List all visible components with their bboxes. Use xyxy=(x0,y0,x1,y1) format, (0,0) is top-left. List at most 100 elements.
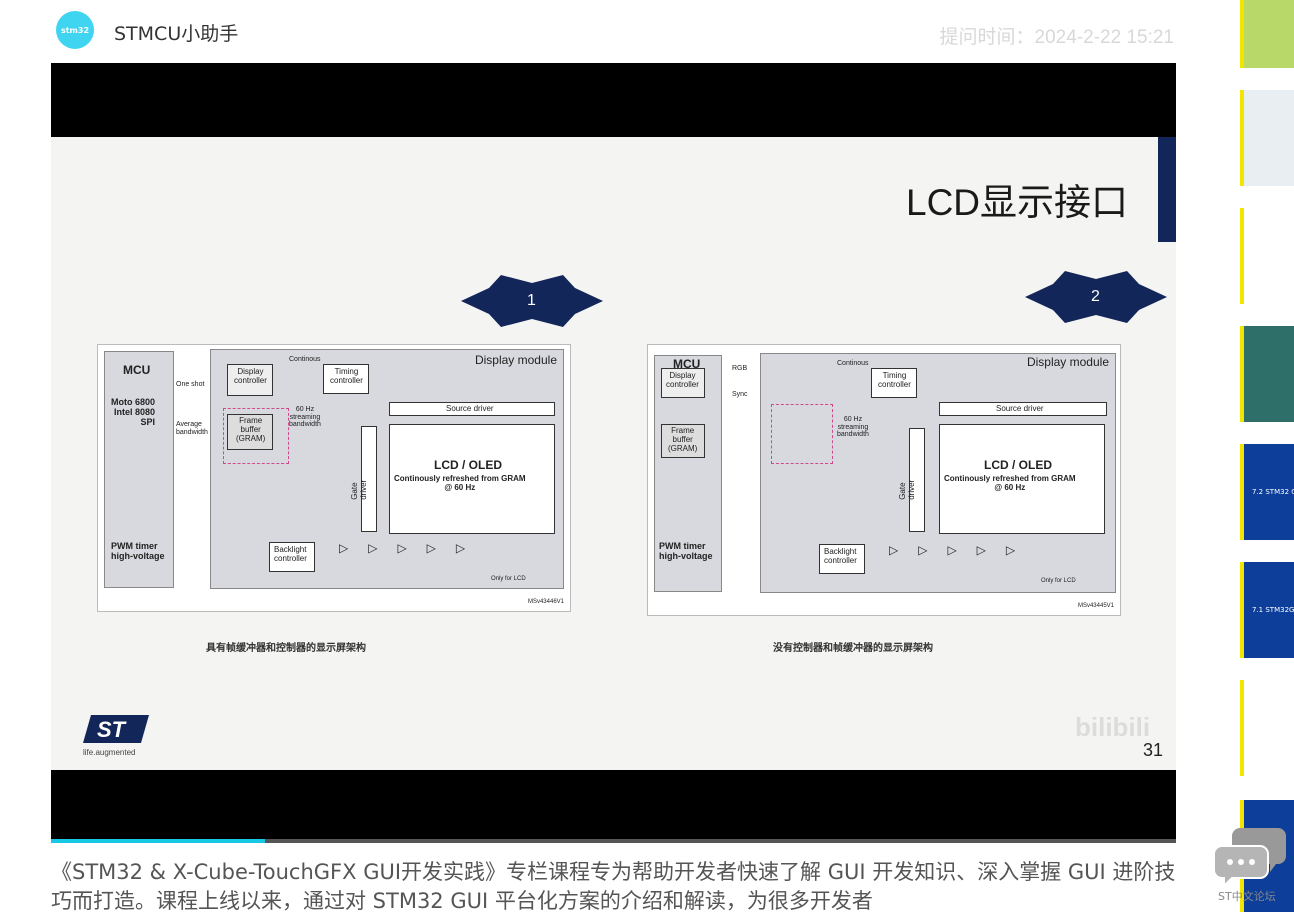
sidebar-thumb[interactable] xyxy=(1240,0,1294,68)
sidebar-thumb[interactable]: 7.2 STM32 G xyxy=(1240,444,1294,540)
frame-buffer-box-2: Frame buffer (GRAM) xyxy=(661,424,705,458)
post-description: 《STM32 & X-Cube-TouchGFX GUI开发实践》专栏课程专为帮… xyxy=(51,860,1176,913)
author-name[interactable]: STMCU小助手 xyxy=(114,23,239,45)
display-controller-label: Display controller xyxy=(234,367,267,385)
sync-label: Sync xyxy=(732,391,748,398)
diagram-ref-2: MSv43445V1 xyxy=(1077,603,1114,609)
slide-page-number: 31 xyxy=(1143,740,1164,760)
thumb-accent-bar xyxy=(1240,562,1244,658)
pwm-label-2: PWM timer high-voltage xyxy=(659,541,713,561)
svg-text:ST: ST xyxy=(97,717,127,742)
badge-2-shape xyxy=(1025,271,1167,323)
display-module-label-2: Display module xyxy=(1026,355,1109,369)
led-diodes-2: ▷▷▷▷▷ xyxy=(889,543,1036,557)
badge-1-shape xyxy=(461,275,603,327)
diagram-ref: MSv43446V1 xyxy=(527,599,564,605)
streaming-label: 60 Hz streaming bandwidth xyxy=(289,406,321,429)
forum-button[interactable]: ST中文论坛 xyxy=(1212,826,1290,912)
slide-title-accent xyxy=(1158,137,1176,242)
source-driver-label-2: Source driver xyxy=(996,404,1044,413)
mcu-block-2: MCU Display controller Frame buffer (GRA… xyxy=(654,355,722,592)
thumb-accent-bar xyxy=(1240,208,1244,304)
timing-controller-box-2: Timing controller xyxy=(871,368,917,398)
avg-bandwidth-label: Average bandwidth xyxy=(176,421,208,436)
display-controller-box: Display controller xyxy=(227,364,273,396)
badge-2-number: 2 xyxy=(1091,288,1100,305)
timing-controller-label-2: Timing controller xyxy=(878,371,911,389)
one-shot-label: One shot xyxy=(176,381,205,388)
display-controller-label-2: Display controller xyxy=(666,371,699,389)
display-controller-box-2: Display controller xyxy=(661,368,705,398)
backlight-controller-box-2: Backlight controller xyxy=(819,544,865,574)
display-module-block: Display module Display controller Frame … xyxy=(210,349,564,589)
caption-right: 没有控制器和帧缓冲器的显示屏架构 xyxy=(773,643,933,654)
mcu-block: MCU Moto 6800 Intel 8080 SPI PWM timer h… xyxy=(104,351,174,588)
timing-controller-label: Timing controller xyxy=(330,367,363,385)
lcd-title: LCD / OLED xyxy=(434,458,502,472)
post-header: stm32 STMCU小助手 提问时间：2024-2-22 15:21 xyxy=(0,0,1190,62)
backlight-controller-box: Backlight controller xyxy=(269,542,315,572)
thumb-accent-bar xyxy=(1240,444,1244,540)
led-diodes: ▷▷▷▷▷ xyxy=(339,541,486,555)
continous-label-2: Continous xyxy=(837,360,869,367)
sidebar-thumb[interactable] xyxy=(1240,90,1294,186)
dashed-region xyxy=(223,408,289,464)
gate-driver-box-2: Gate driver xyxy=(898,428,925,532)
interface-label: Moto 6800 Intel 8080 SPI xyxy=(111,397,156,427)
continous-label: Continous xyxy=(289,356,321,363)
thumb-accent-bar xyxy=(1240,90,1244,186)
pwm-label: PWM timer high-voltage xyxy=(111,541,165,561)
only-lcd-label-2: Only for LCD xyxy=(1041,578,1076,584)
frame-buffer-box: Frame buffer (GRAM) xyxy=(227,414,273,450)
gate-driver-box: Gate driver xyxy=(350,426,377,532)
gate-driver-label-2: Gate driver xyxy=(898,479,916,500)
lcd-subtitle: Continously refreshed from GRAM @ 60 Hz xyxy=(394,474,526,492)
st-logo: ST xyxy=(83,715,149,743)
video-progress-bar[interactable] xyxy=(51,839,1176,843)
streaming-label-2: 60 Hz streaming bandwidth xyxy=(837,416,869,439)
post-time: 提问时间：2024-2-22 15:21 xyxy=(939,27,1174,48)
diagram-without-framebuffer: MCU Display controller Frame buffer (GRA… xyxy=(647,344,1121,616)
slide-title: LCD显示接口 xyxy=(906,182,1129,223)
thumb-accent-bar xyxy=(1240,326,1244,422)
sidebar-thumb[interactable] xyxy=(1240,680,1294,776)
rgb-label: RGB xyxy=(732,365,748,372)
mcu-label: MCU xyxy=(123,363,151,377)
timing-controller-box: Timing controller xyxy=(323,364,369,394)
mcu-label-2: MCU xyxy=(673,357,701,371)
sidebar-thumb[interactable] xyxy=(1240,326,1294,422)
source-driver-box-2: Source driver xyxy=(939,402,1107,416)
lcd-subtitle-2: Continously refreshed from GRAM @ 60 Hz xyxy=(944,474,1076,492)
diagram-with-framebuffer: MCU Moto 6800 Intel 8080 SPI PWM timer h… xyxy=(97,344,571,612)
avatar-text: stm32 xyxy=(60,25,90,35)
bilibili-watermark: bilibili xyxy=(1075,712,1151,742)
lcd-panel-box-2: LCD / OLED Continously refreshed from GR… xyxy=(939,424,1105,534)
only-lcd-label: Only for LCD xyxy=(491,576,526,582)
dashed-region-2 xyxy=(771,404,833,464)
thumb-accent-bar xyxy=(1240,0,1244,68)
video-progress-fill xyxy=(51,839,265,843)
video-frame-slide: LCD显示接口 1 2 MCU Moto 6800 Intel 8080 SPI… xyxy=(51,137,1176,770)
thumb-label: 7.2 STM32 G xyxy=(1252,488,1294,496)
display-module-block-2: Display module Continous Timing controll… xyxy=(760,353,1116,593)
frame-buffer-label-2: Frame buffer (GRAM) xyxy=(668,426,698,453)
st-tagline: life.augmented xyxy=(83,748,136,757)
frame-buffer-label: Frame buffer (GRAM) xyxy=(236,416,266,443)
sidebar-thumb[interactable] xyxy=(1240,208,1294,304)
video-player[interactable]: LCD显示接口 1 2 MCU Moto 6800 Intel 8080 SPI… xyxy=(51,63,1176,843)
source-driver-box: Source driver xyxy=(389,402,555,416)
gate-driver-label: Gate driver xyxy=(350,479,368,500)
source-driver-label: Source driver xyxy=(446,404,494,413)
badge-1-number: 1 xyxy=(527,292,536,309)
thumb-accent-bar xyxy=(1240,680,1244,776)
lcd-title-2: LCD / OLED xyxy=(984,458,1052,472)
lcd-panel-box: LCD / OLED Continously refreshed from GR… xyxy=(389,424,555,534)
backlight-label-2: Backlight controller xyxy=(824,547,857,565)
backlight-label: Backlight controller xyxy=(274,545,307,563)
chat-bubbles-icon xyxy=(1213,828,1286,889)
author-avatar[interactable]: stm32 xyxy=(56,11,94,49)
display-module-label: Display module xyxy=(474,353,557,367)
